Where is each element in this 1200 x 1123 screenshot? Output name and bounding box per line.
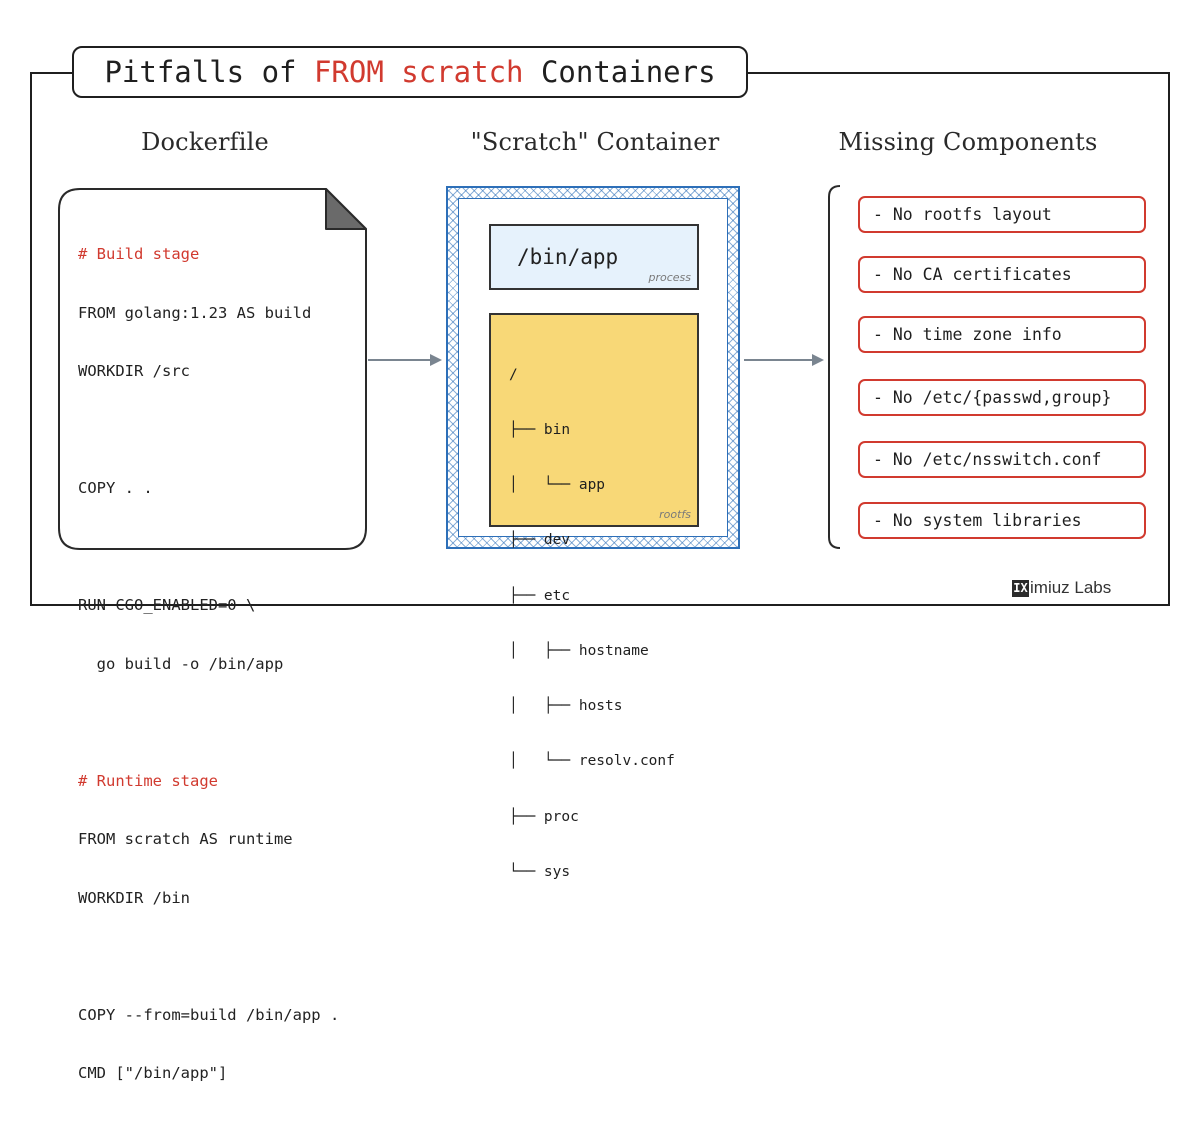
code-line: # Runtime stage	[78, 771, 218, 790]
tree-node: ├── etc	[509, 587, 571, 604]
code-line: RUN CGO_ENABLED=0 \	[78, 596, 256, 614]
missing-item: - No system libraries	[858, 502, 1146, 539]
missing-item: - No rootfs layout	[858, 196, 1146, 233]
dockerfile-document: # Build stage FROM golang:1.23 AS build …	[58, 188, 367, 1082]
tree-node: ├── proc	[509, 808, 579, 825]
dockerfile-heading: Dockerfile	[141, 128, 269, 156]
tree-node: ├── dev	[509, 532, 571, 549]
brand-mark-icon: IX	[1012, 579, 1029, 597]
code-line: COPY --from=build /bin/app .	[78, 1005, 340, 1024]
process-box: /bin/app process	[489, 224, 699, 290]
code-line: go build -o /bin/app	[78, 654, 284, 673]
brand-name: imiuz Labs	[1030, 578, 1112, 597]
rootfs-tag: rootfs	[659, 508, 691, 521]
code-line: COPY . .	[78, 479, 153, 497]
tree-node: │ └── resolv.conf	[509, 753, 675, 770]
rootfs-box: / ├── bin │ └── app ├── dev ├── etc │ ├─…	[489, 313, 699, 880]
code-line: WORKDIR /bin	[78, 888, 190, 907]
title-accent: FROM scratch	[313, 55, 524, 89]
arrow-right-icon	[368, 354, 442, 366]
container-heading: "Scratch" Container	[470, 128, 720, 156]
title-prefix: Pitfalls of	[104, 55, 314, 89]
code-line: # Build stage	[78, 245, 200, 263]
code-line: FROM scratch AS runtime	[78, 830, 293, 848]
missing-item: - No time zone info	[858, 316, 1146, 353]
missing-item: - No /etc/{passwd,group}	[858, 379, 1146, 416]
tree-node: /	[509, 366, 518, 383]
dockerfile-code: # Build stage FROM golang:1.23 AS build …	[78, 206, 339, 1123]
folded-corner-icon	[325, 188, 367, 230]
diagram-title: Pitfalls of FROM scratch Containers	[72, 46, 748, 98]
tree-node: │ └── app	[509, 477, 606, 494]
rootfs-tree: / ├── bin │ └── app ├── dev ├── etc │ ├─…	[509, 329, 675, 918]
process-label: /bin/app	[517, 245, 619, 269]
tree-node: │ ├── hosts	[509, 698, 623, 715]
code-line: WORKDIR /src	[78, 362, 190, 380]
document-shape	[58, 188, 367, 550]
code-line: FROM golang:1.23 AS build	[78, 303, 312, 322]
arrow-right-icon	[744, 354, 824, 366]
tree-node: ├── bin	[509, 422, 571, 439]
missing-item: - No /etc/nsswitch.conf	[858, 441, 1146, 478]
process-tag: process	[648, 271, 691, 284]
code-line: CMD ["/bin/app"]	[78, 1064, 228, 1082]
missing-item: - No CA certificates	[858, 256, 1146, 293]
missing-heading: Missing Components	[838, 128, 1098, 156]
tree-node: │ ├── hostname	[509, 642, 649, 659]
bracket-icon	[828, 185, 841, 549]
brand-logo: IX imiuz Labs	[1012, 578, 1111, 598]
tree-node: └── sys	[509, 863, 571, 880]
title-suffix: Containers	[523, 55, 716, 89]
